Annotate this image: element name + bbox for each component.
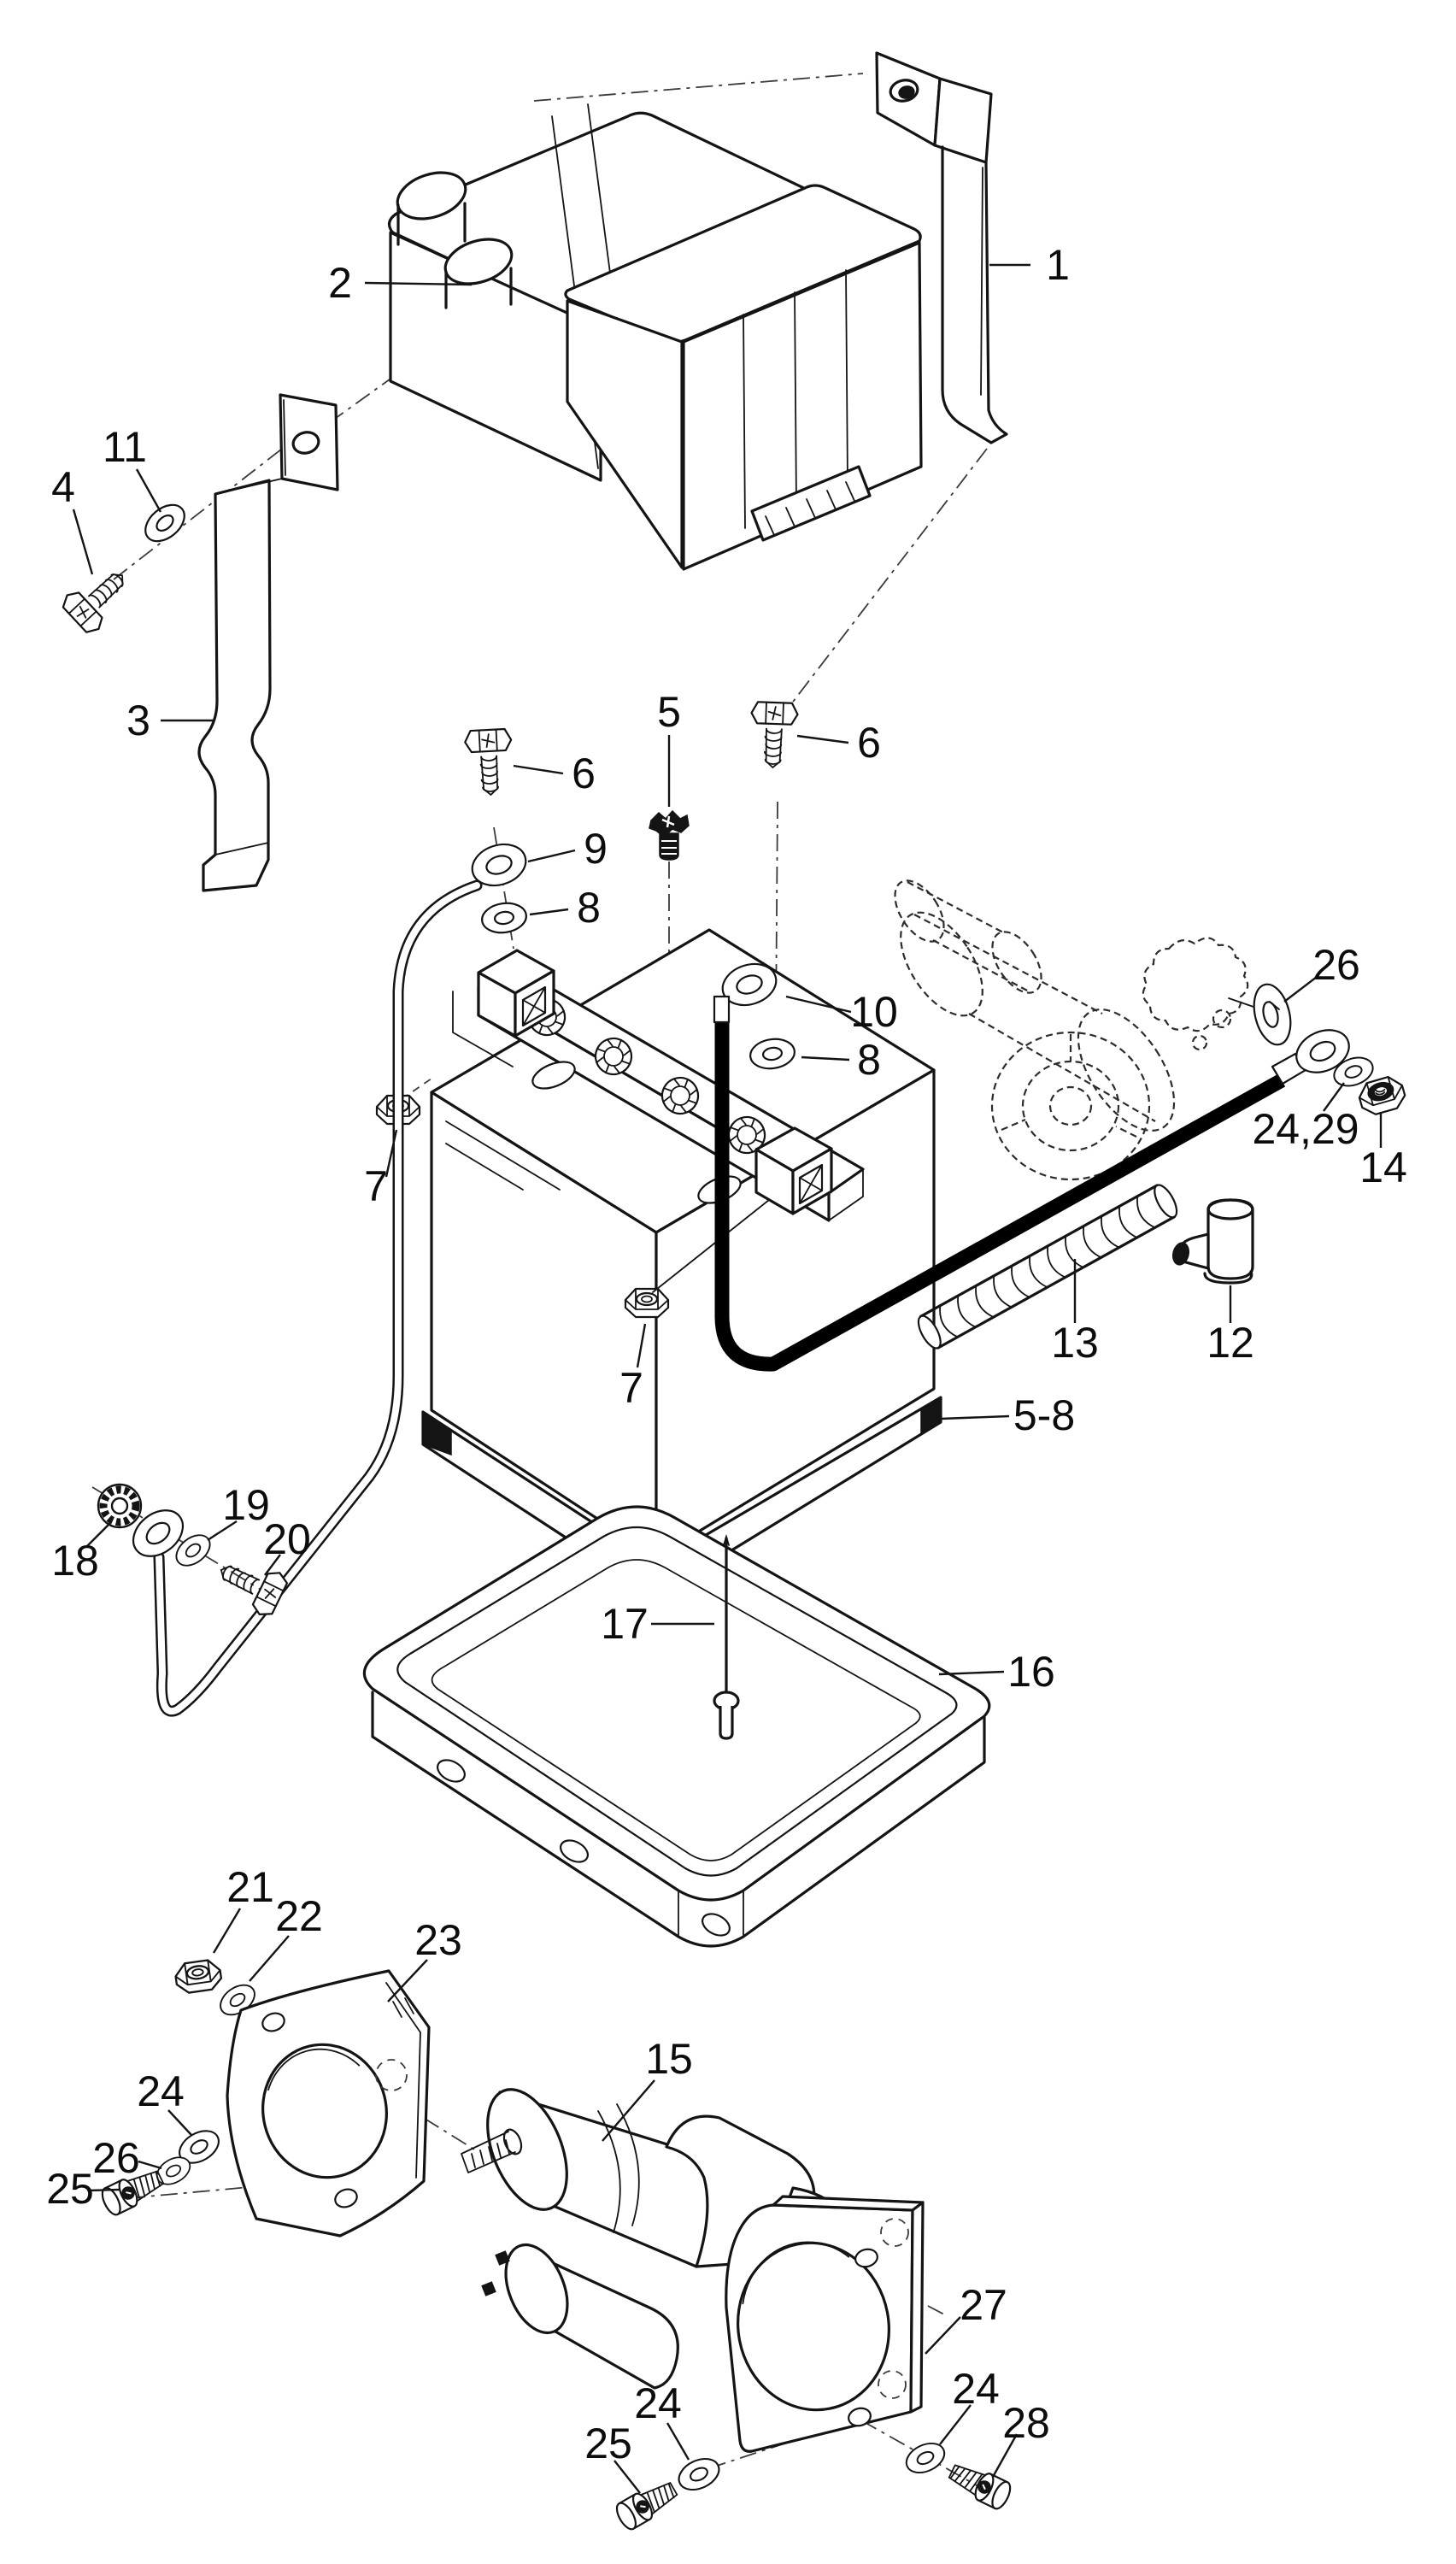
callout-leader-25-34 <box>614 2460 641 2494</box>
callout-label-1-1: 1 <box>1046 241 1070 289</box>
callout-label-5-5: 5 <box>657 688 681 736</box>
washer-11 <box>138 497 192 550</box>
callout-leader-20-22 <box>264 1554 281 1576</box>
callout-label-24,29-13: 24,29 <box>1252 1105 1359 1153</box>
callout-label-7-15: 7 <box>364 1162 388 1210</box>
callout-label-3-4: 3 <box>126 697 150 744</box>
callout-leader-16-24 <box>938 1670 1005 1676</box>
callout-leader-7-15 <box>385 1129 398 1178</box>
callout-leader-9-8 <box>527 849 576 863</box>
ground-cable <box>153 879 483 1717</box>
callout-leader-7-16 <box>636 1323 647 1368</box>
callout-leader-19-21 <box>207 1520 238 1542</box>
callout-leader-22-26 <box>249 1935 290 1982</box>
nut-21 <box>173 1957 224 1996</box>
washer-24-c <box>672 2451 725 2497</box>
callout-label-13-17: 13 <box>1051 1319 1099 1367</box>
washer-24-b <box>901 2437 950 2479</box>
callout-label-14-14: 14 <box>1359 1144 1407 1191</box>
nut-14 <box>1358 1076 1406 1115</box>
spiral-conduit-13 <box>917 1184 1178 1350</box>
callout-label-26-12: 26 <box>1312 941 1360 989</box>
star-washer-18 <box>97 1483 143 1529</box>
callout-label-27-32: 27 <box>960 2281 1007 2329</box>
callout-label-16-24: 16 <box>1007 1648 1055 1696</box>
battery-tray <box>362 1505 991 1948</box>
callout-label-9-8: 9 <box>584 825 608 873</box>
positive-cable <box>713 995 1307 1372</box>
bolt-25-b <box>612 2475 682 2533</box>
callout-label-15-28: 15 <box>645 2035 693 2083</box>
starter-motor-ghost <box>894 879 1249 1181</box>
terminal-boot-12 <box>1171 1198 1254 1285</box>
front-mounting-plate-23 <box>226 1969 431 2238</box>
callout-leader-24,29-13 <box>1323 1082 1345 1112</box>
callout-label-22-26: 22 <box>275 1892 323 1940</box>
callout-label-24-29: 24 <box>137 2067 185 2115</box>
vent-cap-5 <box>649 809 690 861</box>
callout-label-17-23: 17 <box>601 1600 649 1648</box>
callout-label-7-16: 7 <box>619 1364 643 1412</box>
callout-leader-23-27 <box>387 1959 428 2002</box>
callout-leader-5-8-19 <box>940 1414 1010 1420</box>
bolt-6-left <box>463 727 515 797</box>
callout-label-2-0: 2 <box>328 259 352 307</box>
nut-7-link-line <box>652 1199 770 1293</box>
callout-label-20-22: 20 <box>263 1515 311 1563</box>
washer-8-left <box>478 899 530 937</box>
rear-mounting-plate-27 <box>725 2195 925 2453</box>
callout-leader-8-11 <box>801 1056 850 1061</box>
callout-label-5-8-19: 5-8 <box>1013 1391 1075 1439</box>
callout-label-10-10: 10 <box>850 988 898 1036</box>
callout-label-25-31: 25 <box>46 2165 94 2213</box>
callout-leader-24-35 <box>939 2404 972 2445</box>
bracket <box>197 393 339 892</box>
callout-leader-26-12 <box>1283 976 1318 1003</box>
drain-pin-17 <box>713 1533 740 1740</box>
callout-leader-2-0 <box>364 281 473 286</box>
callout-label-24-33: 24 <box>634 2379 682 2427</box>
callout-label-19-21: 19 <box>222 1481 270 1529</box>
callout-leader-4-2 <box>72 509 94 575</box>
callout-label-23-27: 23 <box>414 1916 462 1964</box>
nut-7-lower <box>624 1287 670 1319</box>
callout-label-8-9: 8 <box>577 884 601 932</box>
callout-label-26-30: 26 <box>92 2134 140 2182</box>
callout-leader-15-28 <box>602 2079 655 2142</box>
callout-label-12-18: 12 <box>1206 1319 1254 1367</box>
bolt-28 <box>944 2457 1015 2513</box>
callout-leader-11-3 <box>135 468 162 513</box>
callout-leader-18-20 <box>86 1522 111 1547</box>
callout-leader-24-29 <box>167 2109 192 2136</box>
callout-label-28-36: 28 <box>1002 2399 1050 2447</box>
callout-leader-6-7 <box>796 734 849 744</box>
callout-leader-21-25 <box>212 1908 242 1954</box>
bolt-6-right <box>749 700 800 770</box>
callout-label-4-2: 4 <box>51 463 75 511</box>
callout-label-6-6: 6 <box>572 750 596 797</box>
callout-leader-10-10 <box>785 995 852 1014</box>
callout-label-25-34: 25 <box>584 2420 632 2467</box>
hold-down-strap <box>875 51 1008 444</box>
battery-cover <box>387 103 923 571</box>
callout-label-6-7: 6 <box>857 719 881 767</box>
callout-label-8-11: 8 <box>857 1036 881 1084</box>
callout-label-18-20: 18 <box>51 1537 99 1585</box>
callout-leader-27-32 <box>925 2316 961 2355</box>
washer-26-top <box>1253 983 1292 1046</box>
callout-leader-26-30 <box>138 2160 162 2170</box>
callout-leader-8-9 <box>529 908 569 916</box>
callout-leader-24-33 <box>666 2422 690 2461</box>
callout-leader-25-31 <box>87 2188 120 2192</box>
callout-label-21-25: 21 <box>226 1863 274 1911</box>
callout-label-11-3: 11 <box>103 423 147 471</box>
washer-26-link-line <box>1228 997 1254 1008</box>
callout-leader-28-36 <box>991 2433 1019 2478</box>
callout-label-24-35: 24 <box>952 2365 1000 2413</box>
callout-leader-6-6 <box>513 764 564 775</box>
